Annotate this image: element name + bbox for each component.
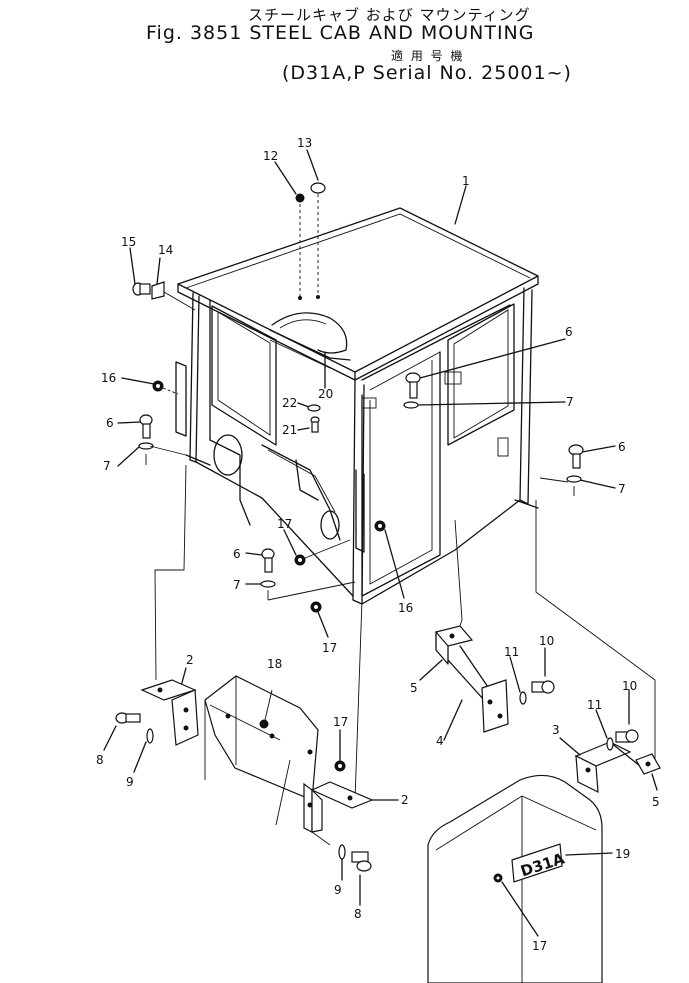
callout-4: 4 [436, 734, 444, 748]
callout-labels: 1 12 13 15 14 16 6 7 20 22 21 6 7 6 7 17… [96, 136, 660, 953]
callout-18: 18 [267, 657, 282, 671]
callout-16: 16 [101, 371, 116, 385]
right-front-mount-bracket [303, 781, 399, 906]
callout-15: 15 [121, 235, 136, 249]
callout-10: 10 [539, 634, 554, 648]
callout-6: 6 [106, 416, 114, 430]
callout-10: 10 [622, 679, 637, 693]
callout-3: 3 [552, 723, 560, 737]
callout-7: 7 [103, 459, 111, 473]
cab-fasteners [117, 149, 656, 801]
callout-9: 9 [334, 883, 342, 897]
callout-19: 19 [615, 847, 630, 861]
rear-mount-brackets [419, 625, 661, 794]
callout-7: 7 [618, 482, 626, 496]
callout-7: 7 [566, 395, 574, 409]
callout-11: 11 [587, 698, 602, 712]
callout-14: 14 [158, 243, 173, 257]
applicability-label-japanese: 適 用 号 機 [391, 49, 465, 63]
callout-8: 8 [96, 753, 104, 767]
left-mount-bracket [103, 667, 346, 826]
callout-1: 1 [462, 174, 470, 188]
callout-7: 7 [233, 578, 241, 592]
figure-title: Fig. 3851 STEEL CAB AND MOUNTING [146, 22, 535, 44]
callout-2: 2 [186, 653, 194, 667]
callout-20: 20 [318, 387, 333, 401]
callout-16: 16 [398, 601, 413, 615]
serial-number-range: (D31A,P Serial No. 25001~) [282, 62, 572, 84]
callout-5: 5 [410, 681, 418, 695]
callout-8: 8 [354, 907, 362, 921]
callout-6: 6 [233, 547, 241, 561]
title-japanese: スチールキャブ および マウンティング [248, 6, 531, 24]
callout-9: 9 [126, 775, 134, 789]
callout-6: 6 [565, 325, 573, 339]
callout-22: 22 [282, 396, 297, 410]
callout-21: 21 [282, 423, 297, 437]
side-cover-with-decal: D31A [427, 774, 613, 983]
callout-17: 17 [333, 715, 348, 729]
callout-12: 12 [263, 149, 278, 163]
callout-17: 17 [532, 939, 547, 953]
steel-cab [175, 207, 539, 605]
callout-6: 6 [618, 440, 626, 454]
callout-5: 5 [652, 795, 660, 809]
callout-11: 11 [504, 645, 519, 659]
callout-17: 17 [277, 517, 292, 531]
callout-2: 2 [401, 793, 409, 807]
callout-13: 13 [297, 136, 312, 150]
callout-17: 17 [322, 641, 337, 655]
